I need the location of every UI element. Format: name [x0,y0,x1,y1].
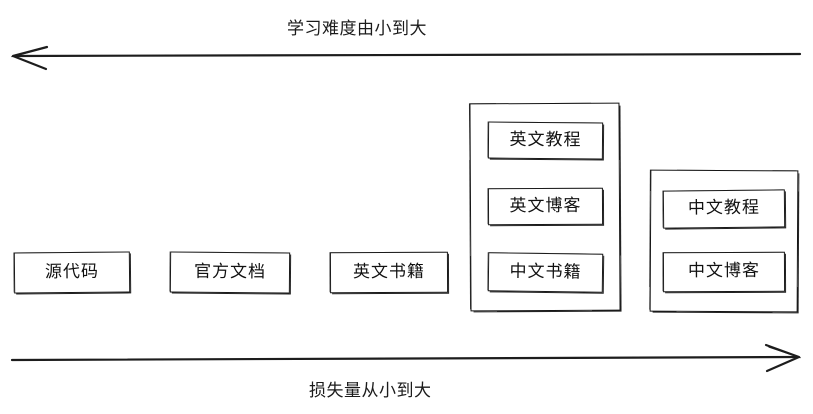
node-source-code[interactable]: 源代码 [13,251,131,294]
node-label: 源代码 [44,261,100,282]
node-label: 英文博客 [509,195,582,216]
node-english-blog[interactable]: 英文博客 [487,187,604,226]
node-english-tutorial[interactable]: 英文教程 [487,121,604,160]
node-official-docs[interactable]: 官方文档 [169,251,291,294]
node-english-books[interactable]: 英文书籍 [329,251,449,294]
bottom-axis-label: 损失量从小到大 [309,381,432,401]
node-chinese-tutorial[interactable]: 中文教程 [662,189,786,229]
node-label: 中文教程 [687,197,761,219]
node-chinese-blog[interactable]: 中文博客 [662,251,786,293]
arrow-left-icon [11,45,802,71]
node-label: 英文书籍 [352,261,426,282]
node-chinese-books[interactable]: 中文书籍 [487,252,604,293]
node-label: 中文博客 [687,260,761,282]
node-label: 英文教程 [509,129,582,150]
top-axis-label: 学习难度由小到大 [287,19,427,39]
node-label: 中文书籍 [509,261,582,282]
arrow-right-icon [10,343,801,373]
node-label: 官方文档 [193,261,267,282]
